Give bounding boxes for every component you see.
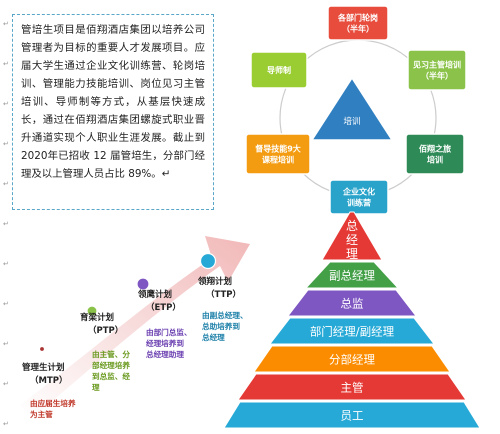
pyramid-label: 总: [346, 219, 358, 233]
cycle-node-label: 训练营: [347, 198, 371, 208]
plan-desc-line: 总经理: [202, 332, 225, 342]
pyramid-level-3: 总监: [286, 289, 418, 317]
plan-desc-line: 经理培养到: [146, 338, 184, 348]
pyramid-level-1: 总经理: [321, 211, 383, 261]
plan-dot: [38, 345, 46, 353]
plan-dot: [136, 277, 150, 291]
plan-desc-line: 由主管、分: [92, 349, 130, 359]
plan-desc-line: 总经理助理: [146, 349, 184, 359]
pyramid-band: [304, 261, 400, 289]
cycle-node-box: [329, 179, 389, 215]
pyramid-band: [268, 317, 436, 345]
intro-paragraph: 管培生项目是佰翔酒店集团以培养公司管理者为目标的重要人才发展项目。应届大学生通过…: [21, 24, 205, 180]
plan-desc-line: 理: [92, 383, 100, 392]
plan-desc-line: 到总监、经: [92, 371, 130, 381]
plan-dot: [199, 252, 217, 270]
pyramid-level-2: 副总经理: [304, 261, 400, 289]
pyramid-band: [237, 373, 467, 401]
cycle-node-box: [405, 133, 465, 175]
plan-dot: [86, 305, 98, 317]
pyramid-label: 经: [346, 233, 358, 247]
cycle-node-label: 各部门轮岗: [337, 13, 378, 23]
cycle-node-mentor: 导师制: [250, 51, 308, 89]
plan-code: （PTP）: [88, 325, 123, 336]
pyramid-band: [253, 345, 451, 373]
cycle-node-box: [327, 5, 389, 41]
pyramid-label: 员工: [341, 409, 364, 423]
cycle-node-label: 见习主管培训: [413, 60, 461, 70]
career-arrow: [20, 236, 250, 418]
pyramid-band: [321, 211, 383, 261]
pyramid-label: 副总经理: [329, 269, 375, 283]
center-triangle: [310, 76, 394, 141]
pyramid-band: [286, 289, 418, 317]
pyramid-label: 分部经理: [329, 353, 375, 367]
pyramid-level-5: 分部经理: [253, 345, 451, 373]
cycle-node-label: 督导技能9大: [255, 144, 301, 154]
plan-title: 管理生计划: [22, 362, 65, 373]
intro-text-box: 管培生项目是佰翔酒店集团以培养公司管理者为目标的重要人才发展项目。应届大学生通过…: [12, 14, 214, 210]
plan-code: （MTP）: [30, 375, 68, 386]
plan-desc-line: 总助培养到: [202, 321, 240, 331]
plan-title: 领鹰计划: [137, 289, 172, 300]
cycle-node-label: 课程培训: [262, 155, 294, 165]
plan-title: 领翔计划: [197, 276, 232, 287]
plan-desc-line: 由部门总监、: [146, 327, 192, 337]
cycle-node-box: [407, 49, 467, 91]
plan-desc-line: 由应届生培养: [30, 398, 76, 408]
cycle-node-label: 企业文化: [342, 187, 375, 197]
cycle-center-label: 培训: [343, 116, 360, 127]
plan-code: （TTP）: [206, 289, 241, 300]
cycle-node-culture: 企业文化训练营: [329, 179, 389, 215]
pyramid-label: 主管: [341, 381, 364, 395]
pyramid-band: [223, 401, 481, 429]
cycle-node-intern: 见习主管培训（半年）: [407, 49, 467, 91]
cycle-node-label: （半年）: [421, 71, 453, 81]
plan-desc-line: 由副总经理、: [202, 310, 248, 320]
plan-desc-line: 部经理培养: [92, 360, 130, 370]
cycle-node-label: 培训: [427, 155, 443, 165]
cycle-node-label: 佰翔之旅: [419, 144, 451, 154]
plan-desc-line: 为主管: [30, 409, 53, 419]
plan-title: 育梁计划: [80, 312, 114, 323]
pyramid-level-6: 主管: [237, 373, 467, 401]
plan-code: （ETP）: [146, 302, 181, 313]
cycle-node-box: [245, 133, 311, 175]
cycle-node-label: （半年）: [342, 24, 374, 34]
pyramid-label: 理: [346, 247, 358, 261]
cycle-node-box: [250, 51, 308, 89]
margin-marks: ↵↵↵ ↵↵↵ ↵↵↵ ↵↵: [3, 20, 9, 428]
cycle-node-rotation: 各部门轮岗（半年）: [327, 5, 389, 41]
pyramid-level-7: 员工: [223, 401, 481, 429]
pyramid-label: 部门经理/副经理: [310, 325, 395, 339]
pyramid-label: 总监: [341, 297, 364, 311]
cycle-node-label: 导师制: [267, 65, 291, 75]
pyramid-level-4: 部门经理/副经理: [268, 317, 436, 345]
